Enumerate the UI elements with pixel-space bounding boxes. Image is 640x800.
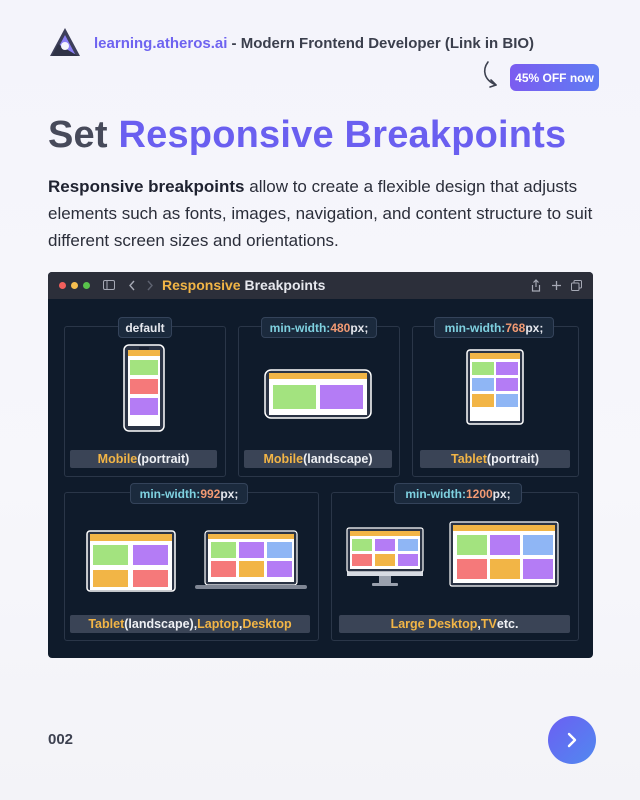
tag-480-value: 480 (330, 320, 351, 335)
new-tab-icon[interactable] (551, 280, 562, 291)
label-part-landscape: (landscape), (124, 617, 198, 631)
tag-1200-unit: px; (492, 486, 511, 501)
label-part-etc: etc. (496, 617, 519, 631)
browser-window: Responsive Breakpoints default Mobile (p… (48, 272, 593, 658)
tag-480-unit: px; (350, 320, 369, 335)
window-title: Responsive Breakpoints (162, 277, 325, 293)
label-tablet-portrait-orientation: (portrait) (486, 452, 539, 466)
label-tablet-portrait: Tablet (portrait) (420, 450, 570, 468)
tag-768-prop: min-width: (444, 320, 506, 335)
label-part-tablet: Tablet (88, 617, 125, 631)
tag-992-prop: min-width: (139, 486, 201, 501)
tag-1200-value: 1200 (465, 486, 493, 501)
label-mobile-portrait: Mobile (portrait) (70, 450, 217, 468)
tablet-portrait-illustration (466, 349, 524, 425)
label-part-comma: , (238, 617, 243, 631)
label-part-large-desktop: Large Desktop (390, 617, 478, 631)
label-mobile-portrait-device: Mobile (97, 452, 138, 466)
tag-992-unit: px; (220, 486, 239, 501)
minimize-dot-icon[interactable] (71, 282, 78, 289)
title-plain: Set (48, 114, 119, 156)
next-button[interactable] (548, 716, 596, 764)
forward-icon[interactable] (146, 280, 154, 291)
maximize-dot-icon[interactable] (83, 282, 90, 289)
tabs-overview-icon[interactable] (571, 280, 582, 291)
sidebar-icon[interactable] (103, 280, 115, 290)
label-mobile-landscape: Mobile (landscape) (244, 450, 392, 468)
description: Responsive breakpoints allow to create a… (48, 173, 608, 254)
label-mobile-landscape-orientation: (landscape) (303, 452, 373, 466)
atheros-logo-icon (50, 28, 80, 56)
window-title-white: Breakpoints (240, 277, 326, 293)
title-accent: Responsive Breakpoints (118, 114, 567, 156)
laptop-illustration (195, 530, 307, 589)
tag-768-unit: px; (525, 320, 544, 335)
description-rest: allow to create a flexible design that a… (48, 177, 593, 250)
label-tablet-portrait-device: Tablet (451, 452, 487, 466)
desktop-monitor-illustration (346, 527, 424, 586)
header-tagline: - Modern Frontend Developer (Link in BIO… (227, 34, 535, 52)
description-bold: Responsive breakpoints (48, 177, 245, 196)
label-tablet-landscape-laptop-desktop: Tablet (landscape), Laptop, Desktop (70, 615, 310, 633)
tag-480-prop: min-width: (269, 320, 331, 335)
tag-992-value: 992 (200, 486, 221, 501)
label-part-desktop: Desktop (242, 617, 292, 631)
tv-illustration (449, 521, 559, 587)
chevron-right-icon (567, 732, 577, 748)
mobile-portrait-illustration (123, 344, 165, 432)
header-text: learning.atheros.ai - Modern Frontend De… (94, 35, 534, 52)
page-number: 002 (48, 731, 74, 748)
discount-badge[interactable]: 45% OFF now (510, 64, 599, 91)
label-large-desktop-tv: Large Desktop, TV etc. (339, 615, 570, 633)
close-dot-icon[interactable] (59, 282, 66, 289)
label-part-tv: TV (480, 617, 497, 631)
curved-arrow-icon (483, 61, 497, 88)
brand-link[interactable]: learning.atheros.ai (94, 34, 228, 52)
window-titlebar: Responsive Breakpoints (48, 272, 593, 299)
breakpoint-tag-default: default (118, 317, 172, 338)
page-title: Set Responsive Breakpoints (48, 114, 566, 157)
share-icon[interactable] (531, 279, 541, 292)
mobile-landscape-illustration (264, 369, 372, 419)
tag-1200-prop: min-width: (405, 486, 466, 501)
tag-768-value: 768 (505, 320, 526, 335)
label-part-laptop: Laptop (197, 617, 239, 631)
label-mobile-portrait-orientation: (portrait) (137, 452, 190, 466)
label-part-comma-2: , (477, 617, 481, 631)
window-title-yellow: Responsive (162, 277, 241, 293)
label-mobile-landscape-device: Mobile (263, 452, 304, 466)
tablet-landscape-illustration (86, 530, 176, 592)
header: learning.atheros.ai - Modern Frontend De… (48, 26, 534, 60)
back-icon[interactable] (128, 280, 136, 291)
